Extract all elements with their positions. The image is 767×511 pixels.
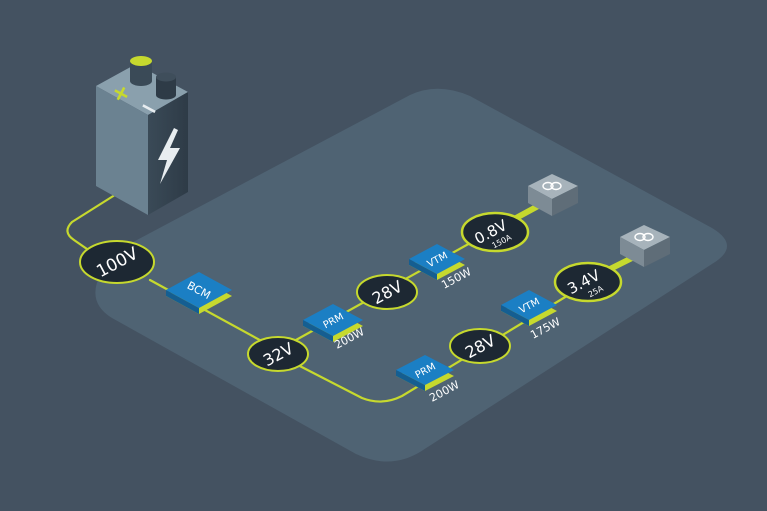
rail-b-output-node: 3.4V 25A (553, 261, 623, 303)
battery-front (96, 86, 148, 215)
input-voltage-node: 100V (79, 240, 155, 284)
vtm-module-rail-b: VTM (501, 290, 557, 326)
prm-module-rail-a: PRM (303, 304, 363, 342)
rail-b-mid-voltage-node: 28V (449, 328, 511, 364)
load-block-rail-b (620, 225, 670, 267)
bcm-module: BCM (166, 272, 232, 314)
rail-a-output-node: 0.8V 150A (460, 211, 530, 253)
processor-load-icon (542, 181, 562, 191)
wire-battery-to-input (66, 191, 120, 260)
load-block-rail-a (528, 174, 578, 216)
prm-module-rail-b: PRM (396, 355, 454, 391)
bus-voltage-node: 32V (247, 336, 309, 372)
processor-load-icon (634, 232, 654, 242)
battery-top (96, 64, 188, 115)
lightning-bolt-icon (158, 128, 180, 184)
battery: + − (96, 56, 188, 215)
wire-bus-to-rail-b (290, 280, 592, 403)
rail-a-mid-voltage-node: 28V (356, 274, 418, 310)
battery-negative-terminal (156, 72, 176, 100)
battery-positive-terminal (130, 56, 152, 86)
vtm-module-rail-a: VTM (409, 244, 465, 280)
